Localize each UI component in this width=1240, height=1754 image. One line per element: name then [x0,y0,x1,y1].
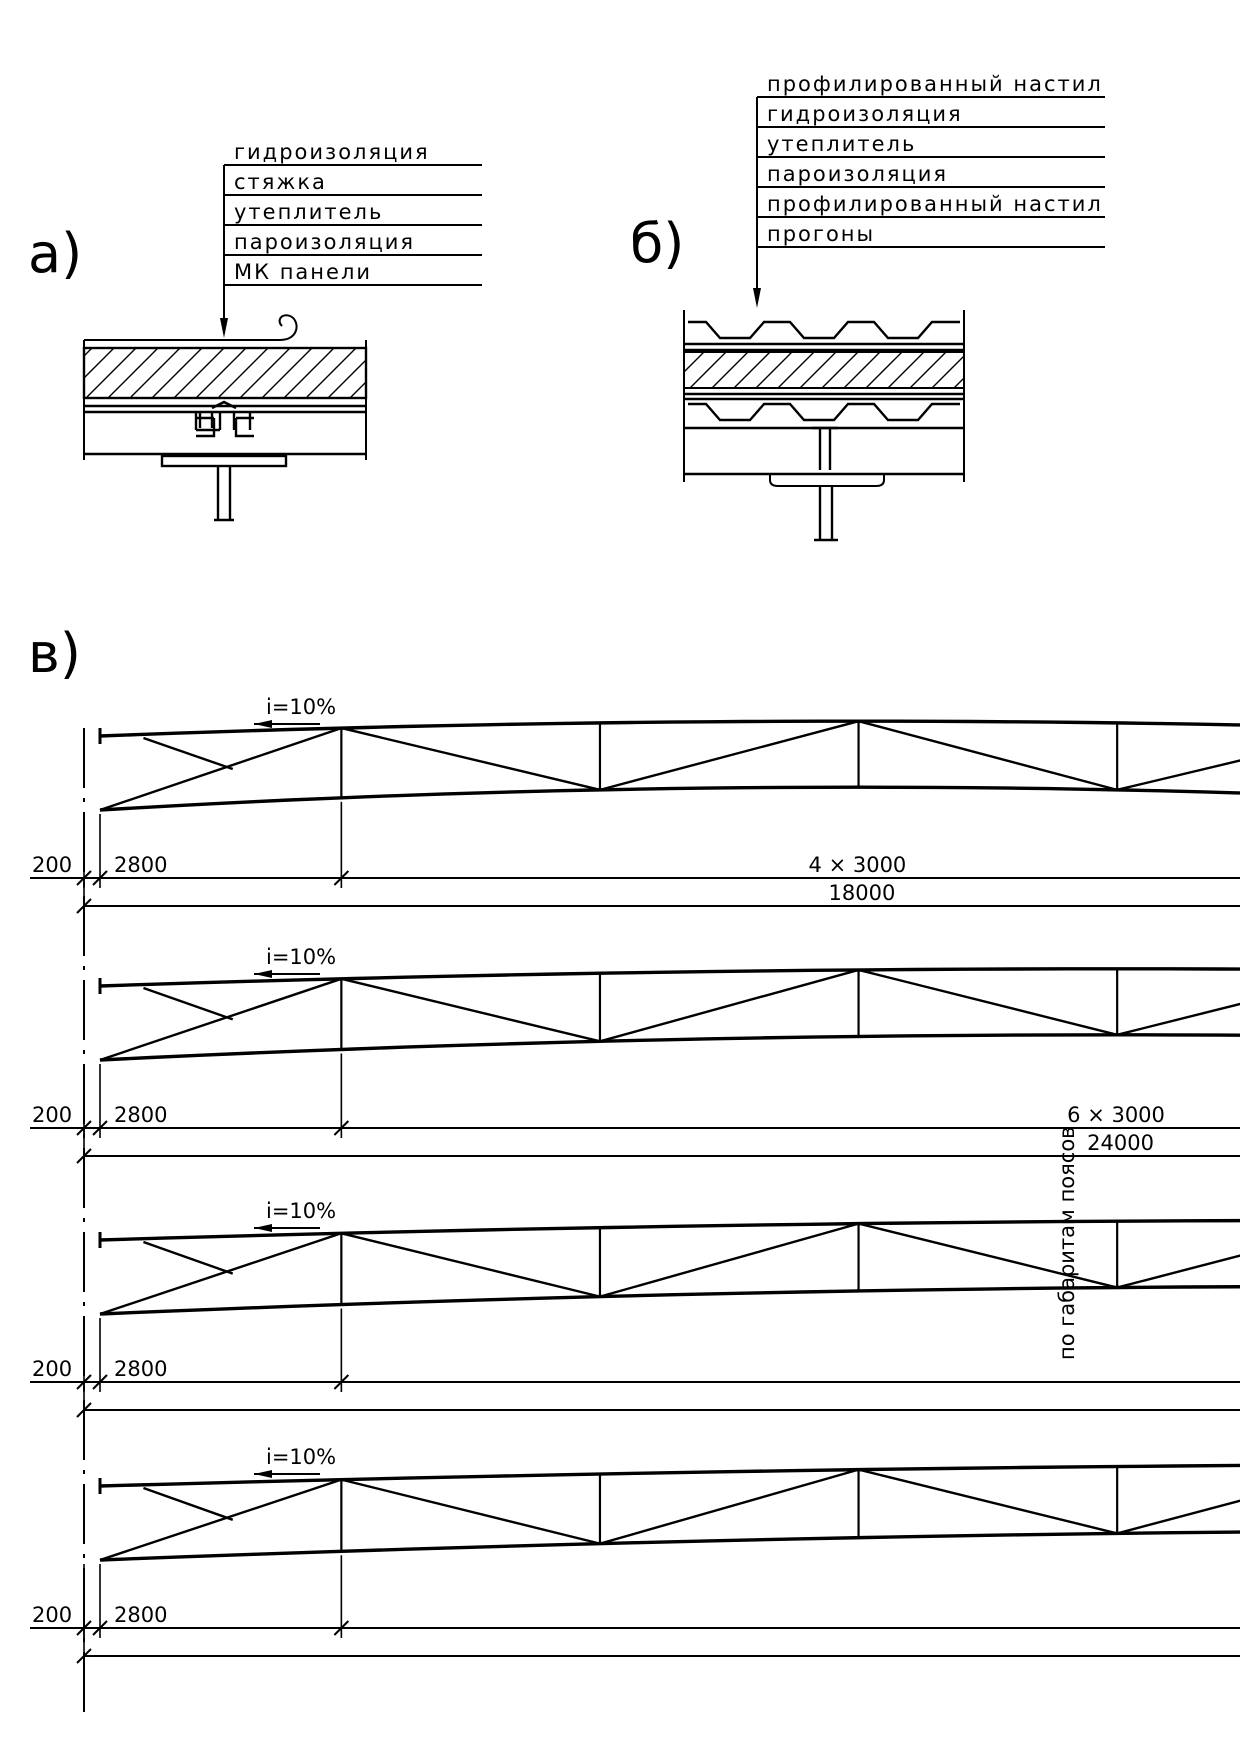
truss-1-slope-arrow [254,720,272,728]
detail-a-layer-1: гидроизоляция [234,140,430,164]
truss-2-diagonal-1 [341,977,601,1043]
truss-1-middle: 4 × 3000 [809,853,907,877]
truss-1-diagonal-4 [1116,759,1240,792]
side-note: по габаритам поясов [1055,1126,1079,1360]
detail-a: а) гидроизоляция стяжка утеплитель парои… [28,140,482,522]
truss-3-diagonal-1 [341,1232,601,1298]
truss-4-dim-tick-2 [333,1620,350,1636]
truss-4-diagonal-0 [99,1478,342,1562]
truss-3-edge-left: 200 [32,1357,72,1381]
truss-2-slope-arrow [254,970,272,978]
truss-1-diagonal-3 [858,720,1118,792]
truss-3-end-left: 2800 [114,1357,167,1381]
detail-a-layer-3: утеплитель [234,200,383,224]
truss-3-total-tick-l [76,1402,92,1418]
detail-a-label: а) [28,222,82,285]
detail-c-label: в) [28,622,81,685]
truss-3-diagonal-2 [599,1222,859,1298]
truss-2-diagonal-0 [99,977,342,1062]
detail-b-layer-6: прогоны [767,222,875,246]
truss-2-diagonal-2 [599,968,859,1043]
truss-1-diagonal-2 [599,720,859,792]
truss-4-dim-tick-1 [92,1620,108,1636]
truss-3-slope-arrow [254,1224,272,1232]
truss-1-dim-tick-2 [333,870,350,886]
detail-b-label: б) [630,212,684,275]
truss-2-middle: 6 × 3000 [1067,1103,1165,1127]
truss-4-total-tick-l [76,1648,92,1664]
truss-4-diagonal-3 [858,1468,1118,1535]
truss-1-dim-tick-1 [92,870,108,886]
truss-2-edge-left: 200 [32,1103,72,1127]
detail-b-layer-4: пароизоляция [767,162,948,186]
truss-2-diagonal-3 [858,968,1118,1036]
truss-4-diagonal-1 [341,1478,601,1545]
truss-4-slope: i=10% [266,1445,336,1469]
detail-a-layer-2: стяжка [234,170,327,194]
truss-4-slope-arrow [254,1470,272,1478]
truss-4-bottom-chord [99,1530,1240,1562]
truss-3-dim-tick-1 [92,1374,108,1390]
detail-b-layer-3: утеплитель [767,132,916,156]
truss-2-total: 24000 [1087,1131,1154,1155]
truss-4-diagonal-end-l [143,1486,234,1521]
truss-2-dim-tick-2 [333,1120,350,1136]
truss-3-slope: i=10% [266,1199,336,1223]
truss-2-end-left: 2800 [114,1103,167,1127]
truss-1-diagonal-1 [341,726,601,792]
truss-4-diagonal-4 [1116,1499,1240,1535]
detail-b-section [683,310,965,542]
detail-b-layer-5: профилированный настил [767,192,1103,216]
truss-2-diagonal-4 [1116,1002,1240,1036]
truss-4-end-left: 2800 [114,1603,167,1627]
detail-a-callout: гидроизоляция стяжка утеплитель пароизол… [220,140,482,338]
truss-4-edge-left: 200 [32,1603,72,1627]
detail-b: б) профилированный настил гидроизоляция … [630,72,1105,542]
truss-4-diagonal-2 [599,1468,859,1545]
truss-1-diagonal-end-l [143,736,234,771]
truss-1-slope: i=10% [266,695,336,719]
truss-2-total-tick-l [76,1148,92,1164]
detail-b-layer-2: гидроизоляция [767,102,963,126]
truss-1-diagonal-0 [99,726,342,812]
truss-4-top-chord [99,1463,1240,1488]
truss-1-total: 18000 [829,881,896,905]
detail-a-section [82,314,368,522]
detail-a-layer-5: МК панели [234,260,372,284]
truss-2-bottom-chord [99,1033,1240,1062]
truss-3-diagonal-3 [858,1222,1118,1289]
detail-a-layer-4: пароизоляция [234,230,415,254]
detail-b-callout: профилированный настил гидроизоляция уте… [753,72,1105,308]
truss-3-dim-tick-2 [333,1374,350,1390]
detail-b-layer-1: профилированный настил [767,72,1103,96]
truss-3-diagonal-end-l [143,1240,234,1275]
trusses-group: i=10%225020028004 × 3000280020018000i=10… [30,695,1240,1670]
truss-1-end-left: 2800 [114,853,167,877]
truss-3-diagonal-0 [99,1232,342,1316]
truss-1-bottom-chord [99,785,1240,812]
truss-2-slope: i=10% [266,945,336,969]
truss-2-diagonal-end-l [143,986,234,1021]
truss-3-bottom-chord [99,1285,1240,1316]
truss-1-total-tick-l [76,898,92,914]
truss-2-dim-tick-1 [92,1120,108,1136]
truss-3-top-chord [99,1218,1240,1242]
truss-3-diagonal-4 [1116,1254,1240,1289]
truss-1-edge-left: 200 [32,853,72,877]
